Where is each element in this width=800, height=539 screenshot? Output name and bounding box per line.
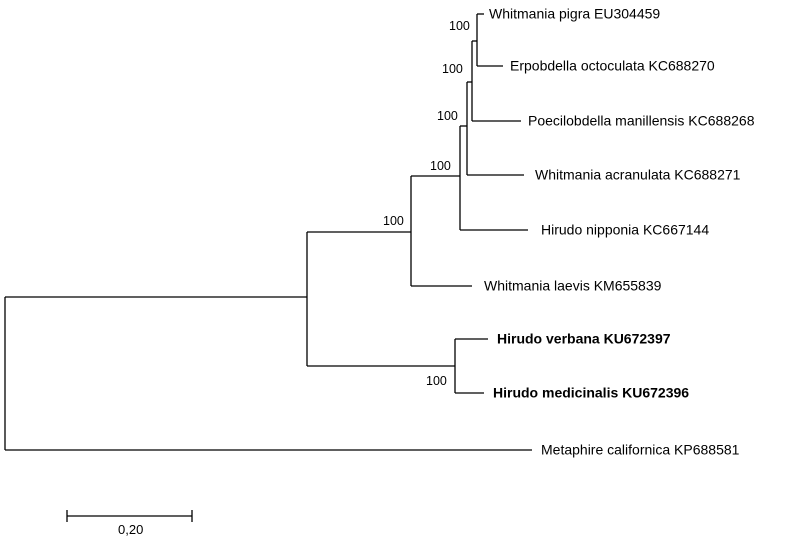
bootstrap-value: 100 — [437, 109, 458, 123]
leaf-label-poecilobdella-manillensis: Poecilobdella manillensis KC688268 — [528, 113, 755, 129]
bootstrap-value: 100 — [426, 374, 447, 388]
bootstrap-values: 100 100 100 100 100 100 — [383, 19, 470, 388]
bootstrap-value: 100 — [383, 214, 404, 228]
bootstrap-value: 100 — [442, 62, 463, 76]
tree-branches — [4, 13, 532, 451]
leaf-label-erpobdella-octoculata: Erpobdella octoculata KC688270 — [510, 58, 715, 74]
leaf-labels: Whitmania pigra EU304459 Erpobdella octo… — [484, 6, 755, 458]
scale-bar: 0,20 — [66, 510, 193, 537]
bootstrap-value: 100 — [449, 19, 470, 33]
scale-bar-label: 0,20 — [118, 522, 143, 537]
leaf-label-whitmania-pigra: Whitmania pigra EU304459 — [489, 6, 660, 22]
leaf-label-hirudo-verbana: Hirudo verbana KU672397 — [497, 331, 671, 347]
bootstrap-value: 100 — [430, 159, 451, 173]
leaf-label-metaphire-californica: Metaphire californica KP688581 — [541, 442, 740, 458]
leaf-label-whitmania-laevis: Whitmania laevis KM655839 — [484, 278, 662, 294]
leaf-label-hirudo-medicinalis: Hirudo medicinalis KU672396 — [493, 385, 689, 401]
leaf-label-hirudo-nipponia: Hirudo nipponia KC667144 — [541, 222, 709, 238]
leaf-label-whitmania-acranulata: Whitmania acranulata KC688271 — [535, 167, 741, 183]
